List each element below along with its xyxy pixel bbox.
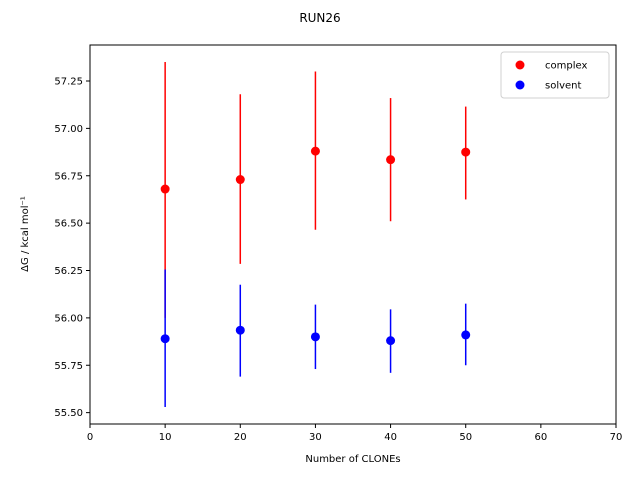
y-tick-label: 55.50 [54, 408, 83, 419]
data-point-complex-10 [160, 184, 170, 194]
data-point-complex-40 [386, 155, 396, 165]
x-tick-label: 0 [87, 432, 93, 443]
data-point-complex-30 [310, 146, 320, 156]
x-axis: 0 10 20 30 40 50 60 70 [87, 424, 623, 443]
x-tick-label: 50 [459, 432, 472, 443]
legend-label-solvent: solvent [545, 81, 582, 92]
axes-frame [89, 44, 617, 425]
y-tick-label: 56.00 [54, 313, 83, 324]
x-axis-label: Number of CLONEs [305, 454, 400, 465]
legend-label-complex: complex [545, 61, 587, 72]
y-tick-label: 56.50 [54, 219, 83, 230]
data-point-solvent-50 [461, 330, 471, 340]
x-tick-label: 10 [159, 432, 172, 443]
data-point-solvent-40 [386, 336, 396, 346]
y-axis: 55.50 55.75 56.00 56.25 56.50 56.75 57.00 57.25 [54, 77, 90, 419]
y-tick-label: 57.25 [54, 77, 83, 88]
plot-area [160, 62, 471, 407]
data-point-complex-50 [461, 147, 471, 157]
y-tick-label: 55.75 [54, 361, 83, 372]
x-tick-label: 30 [309, 432, 322, 443]
x-tick-label: 70 [610, 432, 623, 443]
data-point-solvent-20 [235, 325, 245, 335]
data-point-complex-20 [235, 175, 245, 185]
data-point-solvent-30 [310, 332, 320, 342]
legend: complex solvent [500, 51, 610, 99]
y-tick-label: 56.75 [54, 171, 83, 182]
legend-marker-solvent [515, 80, 525, 90]
x-tick-label: 40 [384, 432, 397, 443]
x-tick-label: 60 [534, 432, 547, 443]
chart-title: RUN26 [299, 11, 340, 25]
y-tick-label: 57.00 [54, 124, 83, 135]
legend-frame [500, 51, 610, 99]
legend-marker-complex [515, 60, 525, 70]
x-tick-label: 20 [234, 432, 247, 443]
y-tick-label: 56.25 [54, 266, 83, 277]
y-axis-label: ΔG / kcal mol⁻¹ [20, 196, 31, 272]
data-point-solvent-10 [160, 334, 170, 344]
